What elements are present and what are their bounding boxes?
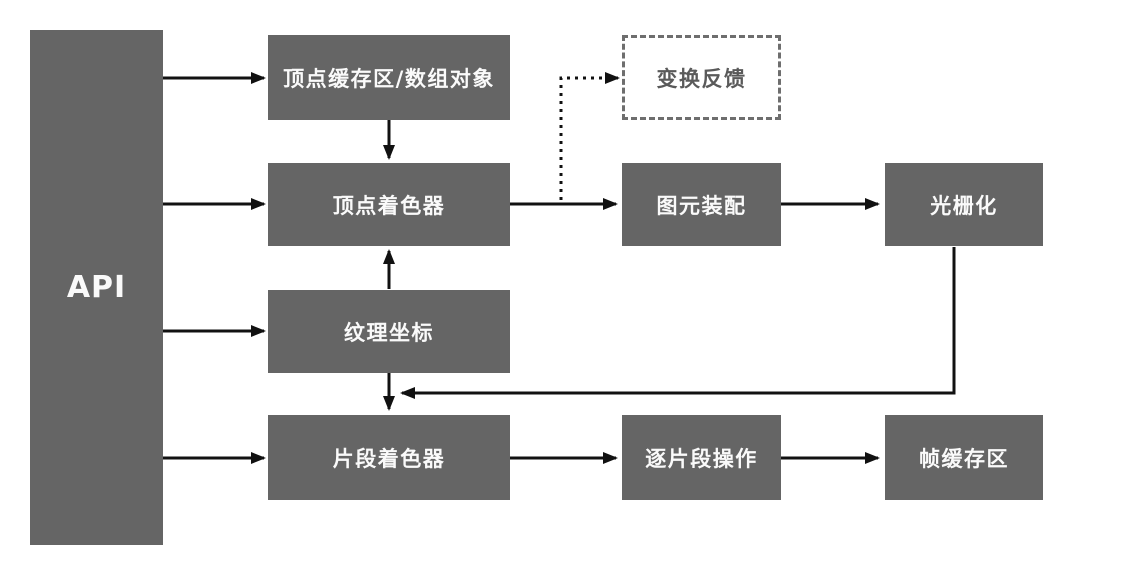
edge-rasterization-to-fragment-shader (400, 247, 956, 399)
node-vertex-buffer: 顶点缓存区/数组对象 (268, 35, 510, 120)
node-primitive-assembly: 图元装配 (622, 163, 781, 246)
node-rasterization: 光栅化 (885, 163, 1043, 246)
node-vertex-shader: 顶点着色器 (268, 163, 510, 246)
node-fragment-shader: 片段着色器 (268, 415, 510, 500)
node-transform-feedback: 变换反馈 (622, 35, 781, 120)
node-texture-coords: 纹理坐标 (268, 290, 510, 373)
node-api: API (30, 30, 163, 545)
node-framebuffer: 帧缓存区 (885, 415, 1043, 500)
node-per-fragment-ops: 逐片段操作 (622, 415, 781, 500)
edge-vertex-shader-to-transform-feedback (559, 72, 620, 200)
